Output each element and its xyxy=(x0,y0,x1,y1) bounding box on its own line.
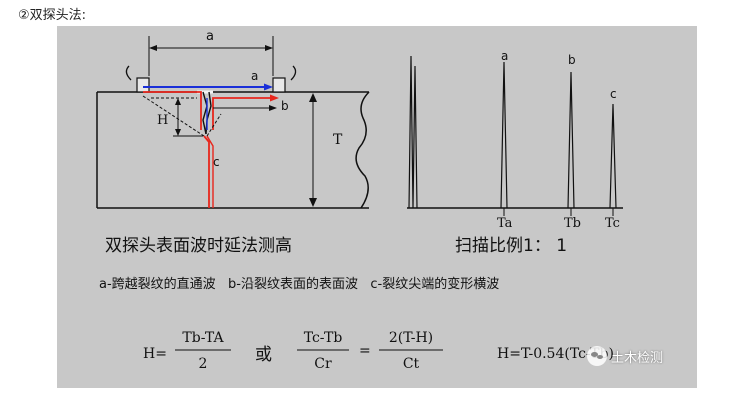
thickness-dimension xyxy=(309,93,317,207)
crack-height-dimension xyxy=(151,97,203,137)
label-c-beam: c xyxy=(213,155,220,169)
wechat-icon xyxy=(587,346,607,366)
formula-or: 或 xyxy=(255,345,272,365)
tip-diffraction-c xyxy=(142,95,222,208)
title-right: 扫描比例1： 1 xyxy=(455,236,567,256)
axis-label-tc: Tc xyxy=(605,216,620,231)
label-b-beam: b xyxy=(281,99,289,113)
frac2-numerator: Tc-Tb xyxy=(304,330,343,346)
peak-b xyxy=(567,71,575,216)
title-left: 双探头表面波时延法测高 xyxy=(105,236,292,256)
peak-c xyxy=(609,103,617,216)
frac3-numerator: 2(T-H) xyxy=(389,330,433,346)
frac1-denominator: 2 xyxy=(199,356,208,372)
formula-lhs: H= xyxy=(143,346,167,362)
receive-probe xyxy=(272,65,297,93)
label-a-top: a xyxy=(206,29,214,44)
probe-spacing-dimension xyxy=(148,36,274,76)
label-H: H xyxy=(157,113,168,128)
direct-wave-a xyxy=(143,83,273,91)
axis-label-ta: Ta xyxy=(497,216,513,231)
label-a-beam: a xyxy=(251,69,258,83)
a-scan-initial-pulse xyxy=(408,55,418,209)
peak-label-a: a xyxy=(501,49,508,63)
surface-wave-b xyxy=(143,91,279,130)
peak-label-b: b xyxy=(568,53,576,67)
specimen-block xyxy=(96,91,370,209)
watermark: 土木检测 xyxy=(587,346,663,366)
frac1-numerator: Tb-TA xyxy=(182,330,224,346)
frac3-denominator: Ct xyxy=(403,356,420,372)
tofd-diagram: a a b c xyxy=(96,29,623,372)
formula-3: H=T-0.54(Tc-Tb) xyxy=(497,346,614,362)
watermark-text: 土木检测 xyxy=(611,350,664,366)
peak-a xyxy=(500,61,508,216)
section-caption: ②双探头法: xyxy=(18,8,87,23)
label-T: T xyxy=(333,132,343,148)
axis-label-tb: Tb xyxy=(564,216,581,231)
transmit-probe xyxy=(125,65,150,93)
diagram-panel: a a b c xyxy=(57,26,697,388)
frac2-denominator: Cr xyxy=(314,356,332,372)
crack xyxy=(197,90,213,135)
formula-equals: = xyxy=(359,343,371,359)
wave-description: a-跨越裂纹的直通波 b-沿裂纹表面的表面波 c-裂纹尖端的变形横波 xyxy=(99,276,499,292)
peak-label-c: c xyxy=(610,87,617,101)
